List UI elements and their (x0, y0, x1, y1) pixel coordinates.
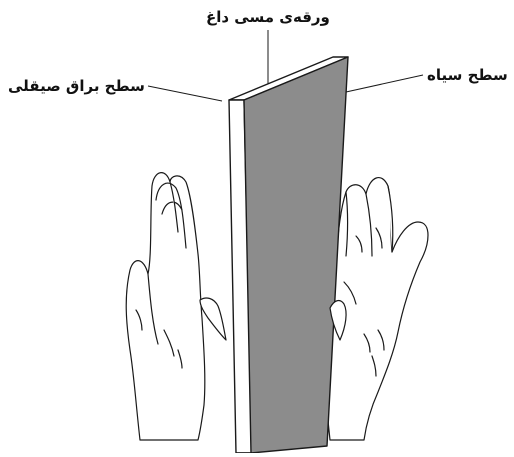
leader-line-left (148, 86, 222, 101)
leader-line-right (346, 75, 423, 92)
left-hand-icon (126, 173, 205, 440)
label-polished-surface: سطح براق صیقلی (8, 77, 145, 95)
left-thumb-icon (200, 298, 226, 340)
copper-plate (229, 57, 348, 453)
label-hot-copper-sheet: ورقه‌ی مسی داغ (206, 8, 330, 26)
label-black-surface: سطح سیاه (427, 66, 508, 84)
